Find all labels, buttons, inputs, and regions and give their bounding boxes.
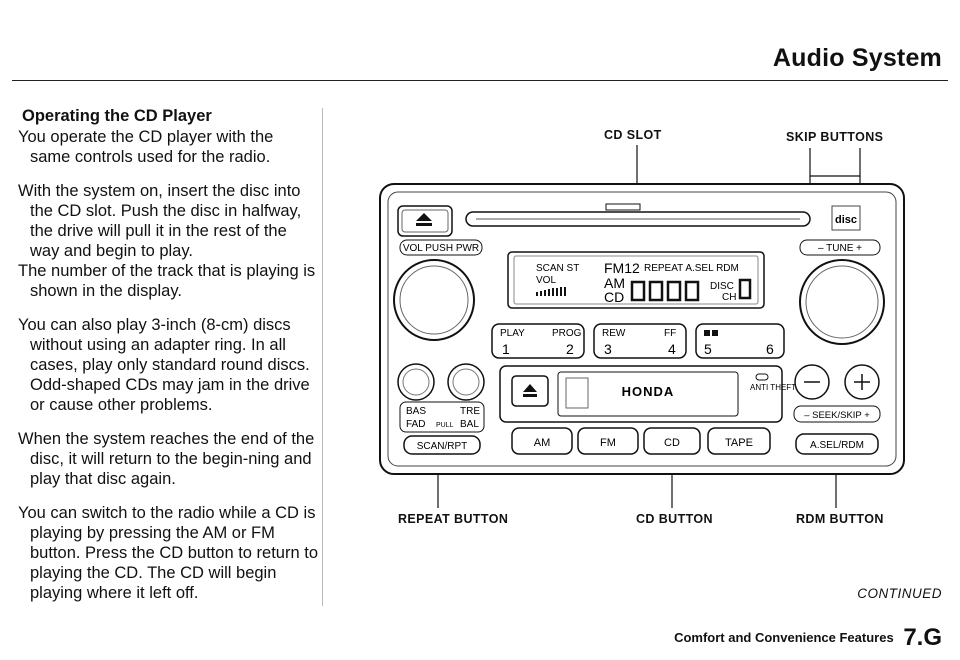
preset-3-label: 3: [604, 341, 612, 357]
preset-prog-label: PROG: [552, 328, 582, 339]
tape-label: TAPE: [725, 437, 753, 449]
scan-rpt-button[interactable]: [403, 435, 481, 455]
paragraph: With the system on, insert the disc into…: [18, 182, 302, 260]
volume-bar-graph: [536, 287, 566, 296]
preset-2-label: 2: [566, 341, 574, 357]
asel-rdm-button[interactable]: [795, 433, 879, 455]
tape-eject-icon: [523, 384, 537, 397]
preset-6-label: 6: [766, 341, 774, 357]
callout-rdm-button: RDM BUTTON: [796, 512, 884, 526]
column-divider: [322, 108, 323, 606]
page-title: Audio System: [772, 44, 942, 72]
eject-icon: [416, 213, 432, 226]
am-label: AM: [534, 437, 551, 449]
cassette-door[interactable]: [557, 371, 739, 417]
callout-repeat-button: REPEAT BUTTON: [398, 512, 509, 526]
vol-label: VOL PUSH PWR: [403, 243, 479, 254]
display-am: AM: [604, 275, 625, 291]
bas-label: BAS: [406, 406, 426, 417]
seek-skip-up-button[interactable]: [844, 364, 880, 400]
callout-cd-slot: CD SLOT: [604, 128, 662, 142]
volume-knob[interactable]: [393, 259, 475, 341]
anti-theft-label: ANTI THEFT: [750, 383, 796, 392]
asel-rdm-label: A.SEL/RDM: [810, 440, 864, 451]
preset-button-3-4[interactable]: [593, 323, 687, 359]
fader-balance-knob[interactable]: [447, 363, 485, 401]
display-cd: CD: [604, 289, 624, 305]
header-rule: [12, 80, 948, 81]
paragraph: You operate the CD player with the same …: [18, 128, 274, 166]
preset-rew-label: REW: [602, 328, 626, 339]
anti-theft-indicator: [755, 373, 769, 381]
preset-play-label: PLAY: [500, 328, 525, 339]
preset-5-label: 5: [704, 341, 712, 357]
paragraph: You can switch to the radio while a CD i…: [18, 504, 318, 602]
svg-text:disc: disc: [835, 214, 857, 226]
compact-disc-logo: disc: [831, 205, 861, 231]
preset-button-1-2[interactable]: [491, 323, 585, 359]
section-heading: Operating the CD Player: [22, 107, 212, 125]
display-repeat: REPEAT A.SEL RDM: [644, 263, 739, 274]
paragraph: When the system reaches the end of the d…: [18, 430, 315, 488]
paragraph: The number of the track that is playing …: [18, 262, 316, 300]
brand-logo: HONDA: [622, 384, 675, 399]
cd-button[interactable]: [643, 427, 701, 455]
tune-knob[interactable]: [799, 259, 885, 345]
paragraph: You can also play 3-inch (8-cm) discs wi…: [18, 316, 310, 414]
disc-pair-icon: [704, 330, 718, 336]
display-fm: FM12: [604, 260, 640, 276]
display-vol: VOL: [536, 275, 556, 286]
display-disc: DISC: [710, 281, 734, 292]
fm-label: FM: [600, 437, 616, 449]
fm-button[interactable]: [577, 427, 639, 455]
display-scan-st: SCAN ST: [536, 263, 579, 274]
display-ch: CH: [722, 292, 736, 303]
tape-button[interactable]: [707, 427, 771, 455]
seek-skip-down-button[interactable]: [794, 364, 830, 400]
tune-label: – TUNE +: [818, 243, 862, 254]
track-segments: [630, 278, 752, 302]
bal-label: BAL: [460, 419, 479, 430]
bass-treble-knob[interactable]: [397, 363, 435, 401]
pull-label: PULL: [436, 422, 454, 429]
cd-label: CD: [664, 437, 680, 449]
preset-ff-label: FF: [664, 328, 676, 339]
footer-section: Comfort and Convenience Features: [674, 630, 894, 645]
fad-label: FAD: [406, 419, 425, 430]
text-column: Operating the CD Player You operate the …: [18, 106, 318, 617]
cd-slot[interactable]: [465, 203, 811, 227]
callout-cd-button: CD BUTTON: [636, 512, 713, 526]
seek-skip-label: – SEEK/SKIP +: [804, 410, 870, 421]
continued-label: CONTINUED: [857, 586, 942, 601]
preset-1-label: 1: [502, 341, 510, 357]
tre-label: TRE: [460, 406, 480, 417]
scan-rpt-label: SCAN/RPT: [417, 441, 468, 452]
preset-4-label: 4: [668, 341, 676, 357]
am-button[interactable]: [511, 427, 573, 455]
page-footer: Comfort and Convenience Features 7.G: [674, 624, 942, 652]
page-number: 7.G: [903, 624, 942, 651]
callout-skip-buttons: SKIP BUTTONS: [786, 130, 884, 144]
